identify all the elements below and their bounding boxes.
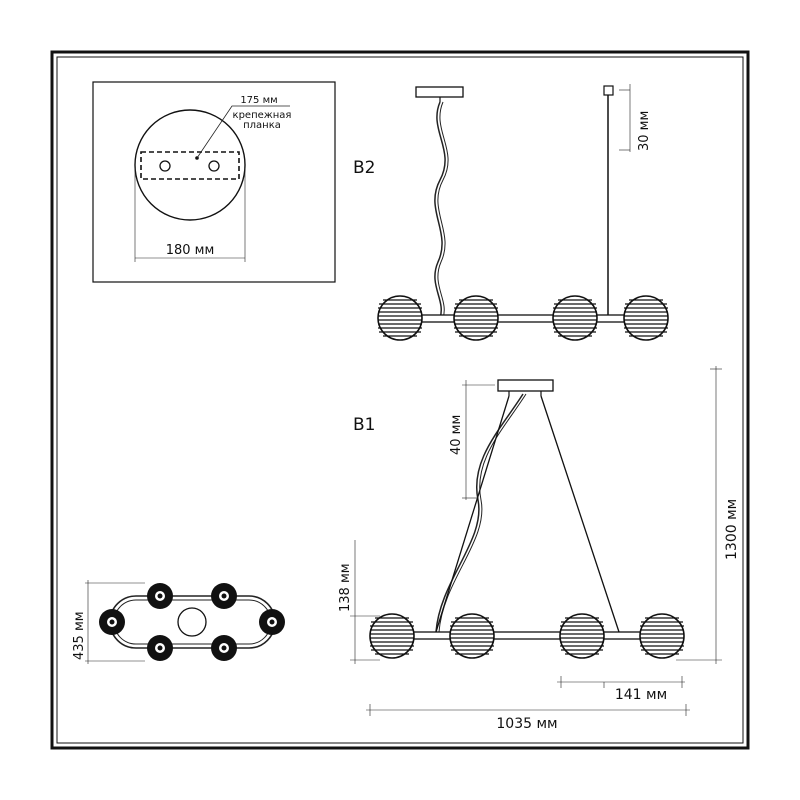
shade-b2-4 (623, 295, 669, 341)
shade-b1-3 (559, 613, 605, 659)
label-b1: B1 (353, 415, 375, 435)
top-shade-3 (99, 609, 125, 635)
cable-cap-b2 (603, 85, 614, 96)
inner-frame (56, 56, 744, 744)
screw-hole-right (208, 160, 220, 172)
mounting-bracket (140, 151, 240, 180)
label-175: 175 мм (240, 95, 277, 106)
top-shade-5 (147, 635, 173, 661)
top-shade-6 (211, 635, 237, 661)
bar-b2 (397, 314, 649, 323)
dim-1035: 1035 мм (496, 716, 557, 732)
shade-b2-1 (377, 295, 423, 341)
top-shade-4 (259, 609, 285, 635)
shade-b1-4 (639, 613, 685, 659)
label-180: 180 мм (166, 243, 215, 258)
dim-1300: 1300 мм (724, 499, 740, 560)
shade-b1-2 (449, 613, 495, 659)
view-b2: B2 30 мм (353, 84, 669, 341)
shade-b2-3 (552, 295, 598, 341)
top-shade-1 (147, 583, 173, 609)
dim-30: 30 мм (637, 111, 652, 151)
canopy-b2 (415, 86, 464, 98)
top-canopy (177, 607, 207, 637)
outer-frame (50, 50, 750, 750)
shade-b1-1 (369, 613, 415, 659)
label-b2: B2 (353, 158, 375, 178)
dim-435: 435 мм (72, 611, 87, 660)
bar-b1 (389, 631, 661, 640)
label-bracket-line2: планка (243, 120, 281, 131)
dim-138: 138 мм (338, 563, 353, 612)
shade-b2-2 (453, 295, 499, 341)
label-bracket-line1: крепежная (233, 110, 292, 121)
canopy-b1 (497, 379, 554, 392)
mounting-plate-view: 175 мм крепежная планка 180 мм (92, 81, 336, 283)
top-shade-2 (211, 583, 237, 609)
top-view: 435 мм (72, 580, 285, 664)
dim-40: 40 мм (449, 415, 464, 455)
view-b1: B1 40 мм 138 мм 1300 мм (338, 366, 740, 732)
dim-141: 141 мм (615, 687, 667, 703)
screw-hole-left (159, 160, 171, 172)
